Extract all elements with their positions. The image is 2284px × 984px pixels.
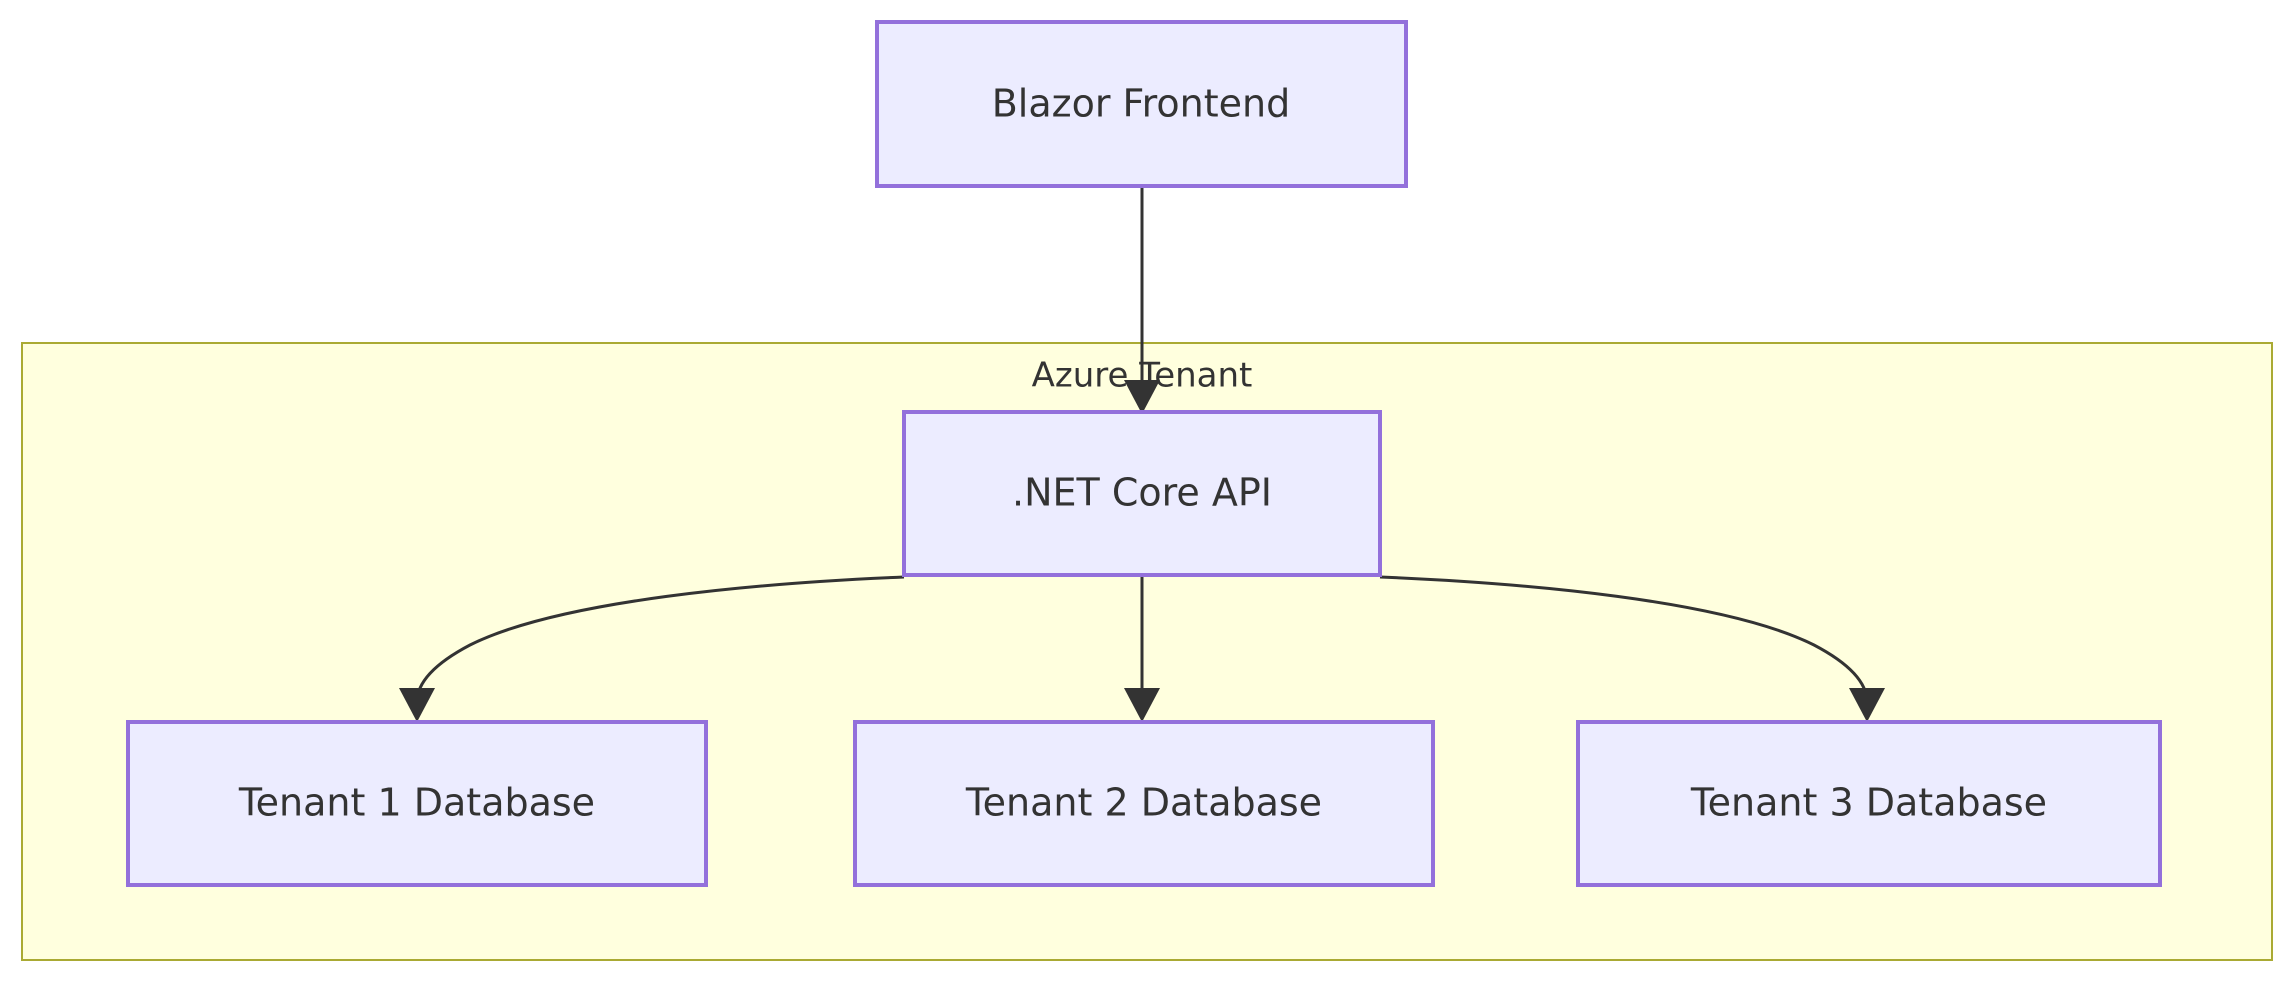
edge-api-to-tenant-1 xyxy=(399,575,905,722)
edge-group xyxy=(399,186,1885,722)
node-tenant-3-database-label: Tenant 3 Database xyxy=(1690,781,2047,825)
edge-api-to-tenant-2 xyxy=(1124,575,1160,722)
edge-api-to-tenant-1-arrowhead xyxy=(399,688,435,722)
node-tenant-3-database[interactable]: Tenant 3 Database xyxy=(1576,720,2162,887)
node-tenant-1-database[interactable]: Tenant 1 Database xyxy=(126,720,708,887)
node-blazor-frontend[interactable]: Blazor Frontend xyxy=(875,20,1408,188)
node-tenant-3-database-rect[interactable] xyxy=(1576,720,2162,887)
node-tenant-1-database-label: Tenant 1 Database xyxy=(238,781,595,825)
node-tenant-2-database-rect[interactable] xyxy=(853,720,1435,887)
node-blazor-frontend-label: Blazor Frontend xyxy=(992,82,1291,126)
node-tenant-2-database[interactable]: Tenant 2 Database xyxy=(853,720,1435,887)
edge-blazor-to-api-arrowhead xyxy=(1124,380,1160,414)
node-dotnet-core-api-rect[interactable] xyxy=(902,410,1382,577)
edge-api-to-tenant-2-arrowhead xyxy=(1124,688,1160,722)
node-tenant-2-database-label: Tenant 2 Database xyxy=(965,781,1322,825)
edge-api-to-tenant-3-arrowhead xyxy=(1849,688,1885,722)
cluster-azure-tenant-label: Azure Tenant xyxy=(1032,356,1253,396)
edge-api-to-tenant-1-path xyxy=(415,575,905,703)
node-dotnet-core-api-label: .NET Core API xyxy=(1012,471,1272,515)
edge-api-to-tenant-3 xyxy=(1379,575,1885,722)
edge-blazor-to-api xyxy=(1124,186,1160,414)
node-blazor-frontend-rect[interactable] xyxy=(875,20,1408,188)
node-dotnet-core-api[interactable]: .NET Core API xyxy=(902,410,1382,577)
node-tenant-1-database-rect[interactable] xyxy=(126,720,708,887)
edge-api-to-tenant-3-path xyxy=(1379,575,1869,703)
